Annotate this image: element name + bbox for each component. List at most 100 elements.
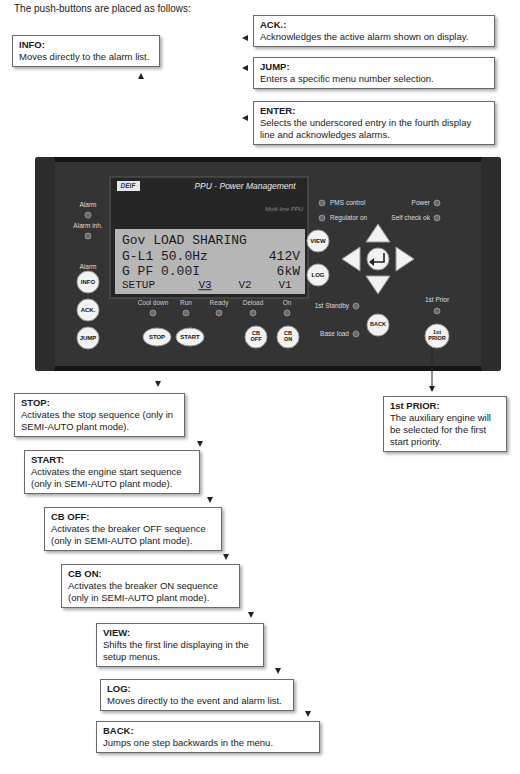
enter-symbol — [369, 258, 374, 266]
callout-heading: CB ON: — [68, 568, 233, 580]
push-button — [176, 328, 204, 346]
callout-heading: 1st PRIOR: — [390, 400, 500, 412]
led-group — [85, 200, 440, 337]
panel-label: VIEW — [310, 238, 325, 244]
callout-marker — [197, 441, 203, 447]
callout-marker — [138, 73, 144, 79]
callout-box: START:Activates the engine start sequenc… — [24, 450, 200, 494]
led — [353, 303, 359, 309]
callout-text: Acknowledges the active alarm shown on d… — [260, 31, 488, 43]
panel-label: Ready — [210, 300, 229, 307]
callout-marker — [207, 497, 213, 503]
callout-heading: STOP: — [21, 397, 178, 409]
panel-frame — [35, 157, 501, 371]
panel-label: SETUP — [122, 280, 155, 292]
led — [183, 310, 189, 316]
callout-text: Jumps one step backwards in the menu. — [103, 737, 313, 749]
panel-label: V1 — [278, 280, 291, 292]
callout-marker — [275, 668, 281, 674]
callout-text: Enters a specific menu number selection. — [260, 73, 488, 85]
callout-box: ACK.:Acknowledges the active alarm shown… — [253, 15, 495, 47]
panel-label: START — [180, 334, 200, 340]
callout-box: JUMP:Enters a specific menu number selec… — [253, 57, 495, 89]
callout-text: Moves directly to the alarm list. — [19, 51, 153, 63]
panel-label: CB OFF — [248, 331, 264, 343]
button-group — [77, 224, 449, 349]
enter-button — [367, 248, 389, 270]
panel-label: Alarm — [80, 264, 97, 271]
led — [353, 331, 359, 337]
callout-marker — [223, 554, 229, 560]
display-bezel — [110, 177, 308, 298]
callout-text: Shifts the first line displaying in the … — [103, 639, 257, 663]
callout-marker — [242, 65, 248, 71]
push-button — [277, 326, 299, 348]
panel-label: 1st Prior — [425, 297, 449, 304]
panel-side — [481, 157, 501, 371]
push-button — [143, 328, 171, 346]
arrow-key — [366, 224, 390, 242]
callout-text: Activates the stop sequence (only in SEM… — [21, 409, 178, 433]
callout-text: Activates the engine start sequence (onl… — [31, 466, 193, 490]
led — [319, 200, 325, 206]
callout-marker — [429, 386, 435, 392]
panel-label: 6kW — [277, 265, 300, 279]
panel-label: PMS control — [330, 200, 365, 207]
callout-marker — [242, 35, 248, 41]
callout-text: Activates the breaker OFF sequence (only… — [51, 523, 215, 547]
callout-box: VIEW:Shifts the first line displaying in… — [96, 623, 264, 667]
panel-label: Regulator on — [330, 215, 367, 222]
callout-box: CB ON:Activates the breaker ON sequence … — [61, 564, 240, 608]
led — [319, 215, 325, 221]
callout-box: BACK:Jumps one step backwards in the men… — [96, 721, 320, 753]
panel-label: G PF 0.00I — [122, 265, 200, 279]
push-button — [77, 327, 99, 349]
callout-heading: BACK: — [103, 725, 313, 737]
panel-label: Base load — [320, 331, 349, 338]
led — [85, 212, 91, 218]
callout-marker — [305, 711, 311, 717]
led — [216, 310, 222, 316]
panel-label: Gov LOAD SHARING — [122, 234, 247, 248]
panel-label: 1st PRIOR — [428, 330, 446, 342]
panel-label: PPU - Power Management — [194, 182, 295, 191]
callout-heading: START: — [31, 454, 193, 466]
panel-label: BACK — [370, 322, 386, 328]
panel-label: G-L1 50.0Hz — [122, 250, 208, 264]
panel-label: V3 — [198, 280, 211, 292]
callout-heading: ENTER: — [260, 105, 488, 117]
panel-label: LOG — [312, 272, 325, 278]
panel-label: Alarm inh. — [73, 223, 102, 230]
callout-heading: INFO: — [19, 39, 153, 51]
led — [434, 308, 440, 314]
callout-box: STOP:Activates the stop sequence (only i… — [14, 393, 185, 437]
panel-label: ACK. — [81, 307, 96, 313]
callout-heading: LOG: — [107, 683, 287, 695]
enter-symbol — [373, 253, 384, 262]
callout-text: Activates the breaker ON sequence (only … — [68, 580, 233, 604]
push-button — [307, 264, 329, 286]
panel-label: V2 — [238, 280, 251, 292]
push-button — [367, 314, 389, 336]
callout-text: The auxiliary engine will be selected fo… — [390, 412, 500, 448]
callout-text: Selects the underscored entry in the fou… — [260, 117, 488, 141]
callout-box: 1st PRIOR:The auxiliary engine will be s… — [383, 396, 507, 452]
panel-label: On — [283, 300, 292, 307]
callout-heading: CB OFF: — [51, 511, 215, 523]
page-title: The push-buttons are placed as follows: — [14, 3, 191, 14]
arrow-key — [342, 247, 360, 271]
push-button — [425, 324, 449, 348]
callout-marker — [248, 612, 254, 618]
panel-label: DEIF — [121, 183, 136, 190]
logo-plate — [117, 181, 140, 191]
callout-marker — [242, 115, 248, 121]
callout-marker — [155, 381, 161, 387]
panel-side — [35, 157, 55, 371]
panel-label: Power — [412, 200, 430, 207]
panel-label: Deload — [243, 300, 264, 307]
panel-label: JUMP — [80, 335, 97, 341]
arrow-key — [366, 276, 390, 294]
led — [250, 310, 256, 316]
panel-label: CB ON — [280, 331, 296, 343]
